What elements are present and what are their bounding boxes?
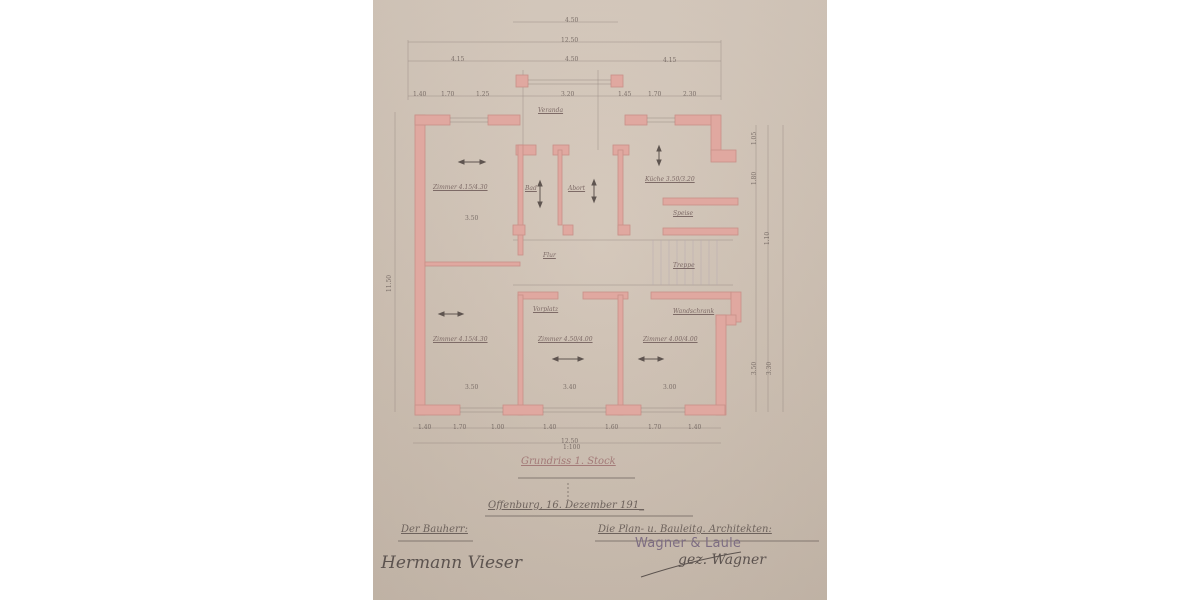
dim-top-row: 1.70 (441, 91, 455, 98)
room-label-veranda: Veranda (538, 107, 564, 114)
dim-bottom-row: 1.40 (688, 424, 702, 431)
dim-bottom-total: 12.50 (561, 438, 579, 445)
dim-top-middle: 4.50 (565, 56, 579, 63)
dim-right-col: 3.30 (766, 361, 774, 376)
window-lines (450, 79, 685, 413)
plan-title: Grundriss 1. Stock (521, 456, 616, 467)
dim-top-row: 1.45 (618, 91, 632, 98)
room-label-zimmer-se: Zimmer 4.00/4.00 (643, 336, 698, 343)
walls (414, 74, 742, 416)
bauherr-label: Der Bauherr: (401, 524, 468, 535)
architect-signature: gez. Wagner (678, 552, 766, 568)
arrows (437, 144, 665, 362)
signature-flourish (640, 551, 742, 578)
dim-top-right: 4.15 (663, 57, 677, 64)
architect-label: Die Plan- u. Bauleitg. Architekten: (598, 524, 772, 535)
room-height-nw: 3.50 (465, 215, 479, 222)
dim-top-left: 4.15 (451, 56, 465, 63)
room-label-zimmer-nw: Zimmer 4.15/4.30 (433, 184, 488, 191)
staircase (652, 240, 718, 285)
dimension-lines (394, 21, 784, 444)
dim-right-col: 1.80 (751, 171, 759, 186)
room-label-kueche: Küche 3.50/3.20 (645, 176, 695, 183)
dim-top-total: 12.50 (561, 37, 579, 44)
room-label-treppe: Treppe (673, 262, 695, 269)
room-label-wandschrank: Wandschrank (673, 308, 715, 315)
room-label-abort: Abort (568, 185, 586, 192)
room-label-zimmer-s: Zimmer 4.50/4.00 (538, 336, 593, 343)
architect-stamp: Wagner & Laule (635, 536, 742, 551)
room-label-vorplatz: Vorplatz (533, 306, 559, 313)
dim-left-total: 11.50 (386, 274, 394, 293)
dim-bottom-row: 1.70 (648, 424, 662, 431)
place-date: Offenburg, 16. Dezember 191_ (488, 500, 645, 511)
dim-bottom-row: 1.70 (453, 424, 467, 431)
room-label-flur: Flur (543, 252, 556, 259)
dim-right-col: 1.10 (764, 231, 772, 246)
dim-top-row: 1.70 (648, 91, 662, 98)
dim-bottom-row: 1.40 (543, 424, 557, 431)
room-label-bad: Bad (525, 185, 537, 192)
bauherr-signature: Hermann Vieser (381, 553, 522, 573)
scale-mark: 1:100 (563, 444, 581, 451)
dim-top-row: 3.20 (561, 91, 575, 98)
dim-bottom-row: 1.60 (605, 424, 619, 431)
room-height-se: 3.00 (663, 384, 677, 391)
drawing-sheet: 4.50 12.50 4.50 4.15 4.15 1.40 1.70 1.25… (373, 0, 827, 600)
dim-top-row: 1.40 (413, 91, 427, 98)
paper-shading (373, 0, 827, 600)
room-height-s: 3.40 (563, 384, 577, 391)
room-height-sw: 3.50 (465, 384, 479, 391)
room-label-zimmer-sw: Zimmer 4.15/4.30 (433, 336, 488, 343)
dim-bottom-row: 1.40 (418, 424, 432, 431)
dim-right-col: 1.05 (751, 131, 759, 146)
dim-top-row: 1.25 (476, 91, 490, 98)
dim-bottom-row: 1.00 (491, 424, 505, 431)
dim-top-row: 2.30 (683, 91, 697, 98)
dim-top-overall: 4.50 (565, 17, 579, 24)
dim-right-col: 3.50 (751, 361, 759, 376)
floor-plan-drawing (394, 21, 819, 578)
room-label-speise: Speise (673, 210, 694, 217)
underline-marks (398, 477, 819, 542)
